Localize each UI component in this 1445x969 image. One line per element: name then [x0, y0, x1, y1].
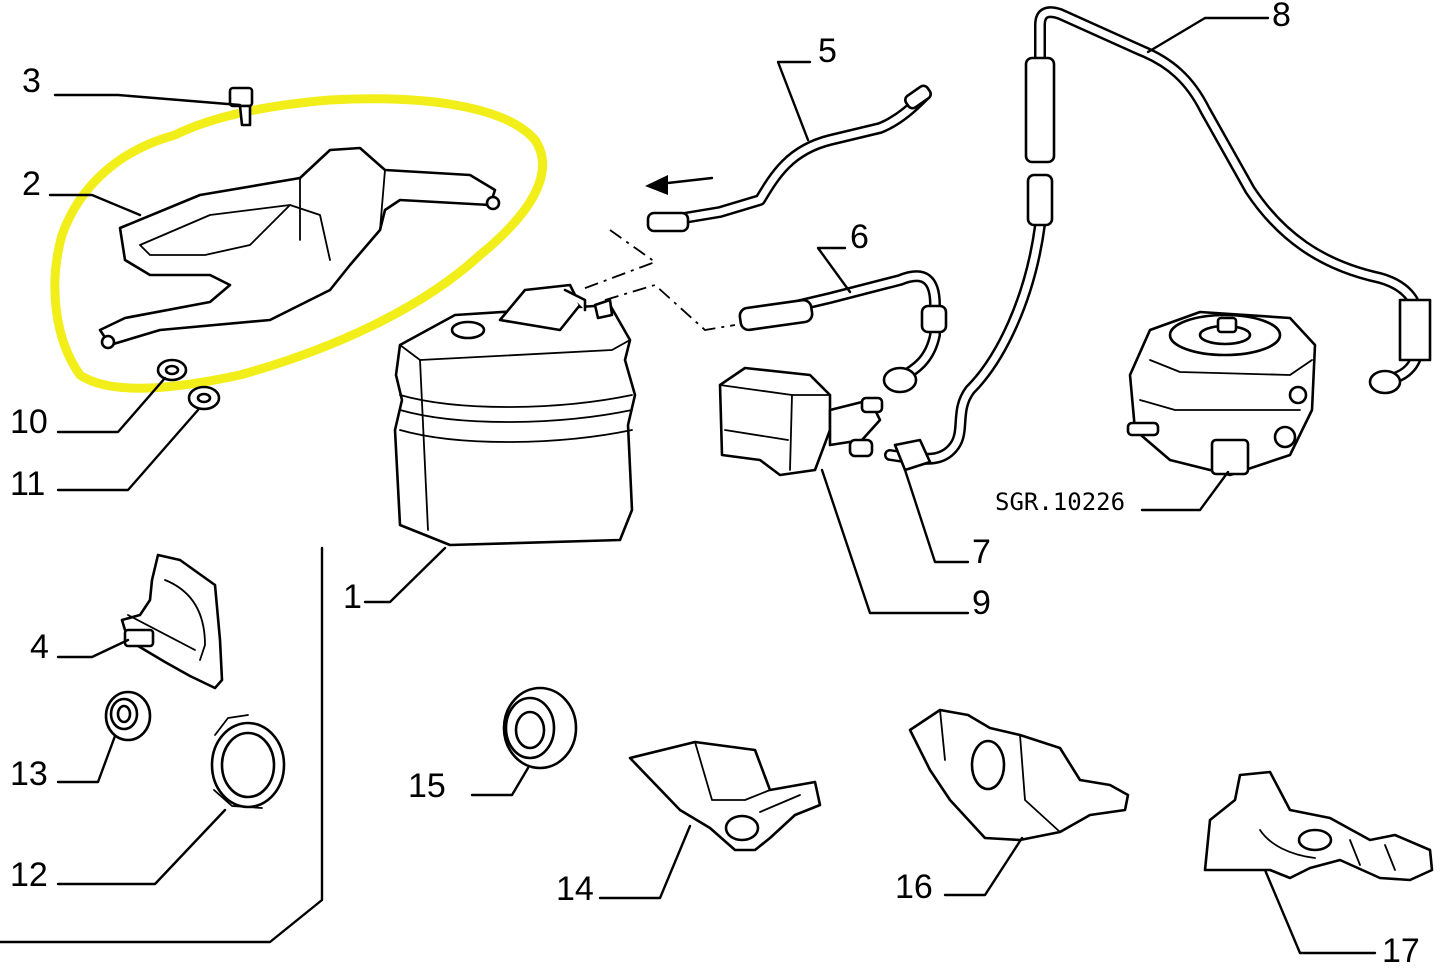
callout-12: 12	[10, 856, 48, 894]
reference-code: SGR.10226	[995, 488, 1125, 516]
callout-3: 3	[22, 62, 41, 100]
part-15-grommet[interactable]	[502, 686, 578, 770]
direction-arrow	[645, 175, 714, 195]
callout-15: 15	[408, 767, 446, 805]
callout-8: 8	[1272, 0, 1291, 34]
throttle-body	[1126, 310, 1317, 477]
callout-labels: 1 2 3 4 5 6 7 8 9 10 11 12 13 14 15 16 1…	[10, 0, 1420, 969]
part-11-washer[interactable]	[187, 385, 221, 411]
leader-lines	[48, 16, 1377, 955]
callout-2: 2	[22, 165, 41, 203]
callout-4: 4	[30, 628, 49, 666]
callout-11: 11	[10, 465, 45, 503]
part-7-hose[interactable]	[884, 173, 1054, 472]
callout-6: 6	[850, 218, 869, 256]
part-8-pipe[interactable]	[1024, 6, 1432, 395]
part-14-clip[interactable]	[628, 740, 822, 852]
callout-9: 9	[972, 584, 991, 622]
part-13-grommet[interactable]	[104, 690, 152, 742]
callout-5: 5	[818, 32, 837, 70]
part-3-bolt[interactable]	[228, 86, 254, 127]
part-12-clamp[interactable]	[210, 714, 286, 809]
connection-line	[604, 283, 736, 331]
part-9-valve[interactable]	[718, 366, 884, 477]
callout-1: 1	[343, 578, 362, 616]
part-5-hose[interactable]	[646, 84, 933, 233]
part-16-bracket[interactable]	[908, 708, 1130, 842]
callout-16: 16	[895, 868, 933, 906]
part-2-bracket[interactable]	[98, 146, 501, 350]
part-17-bracket[interactable]	[1203, 770, 1434, 882]
callout-14: 14	[556, 870, 594, 908]
group-boundary	[0, 546, 324, 944]
callout-17: 17	[1382, 932, 1420, 969]
part-4-clip[interactable]	[120, 553, 224, 690]
connection-line	[579, 229, 657, 291]
part-6-hose[interactable]	[738, 270, 948, 394]
highlight-loop	[50, 94, 548, 393]
callout-10: 10	[10, 403, 48, 441]
part-1-canister[interactable]	[393, 283, 637, 547]
part-10-washer[interactable]	[156, 358, 188, 382]
callout-7: 7	[972, 533, 991, 571]
callout-13: 13	[10, 755, 48, 793]
